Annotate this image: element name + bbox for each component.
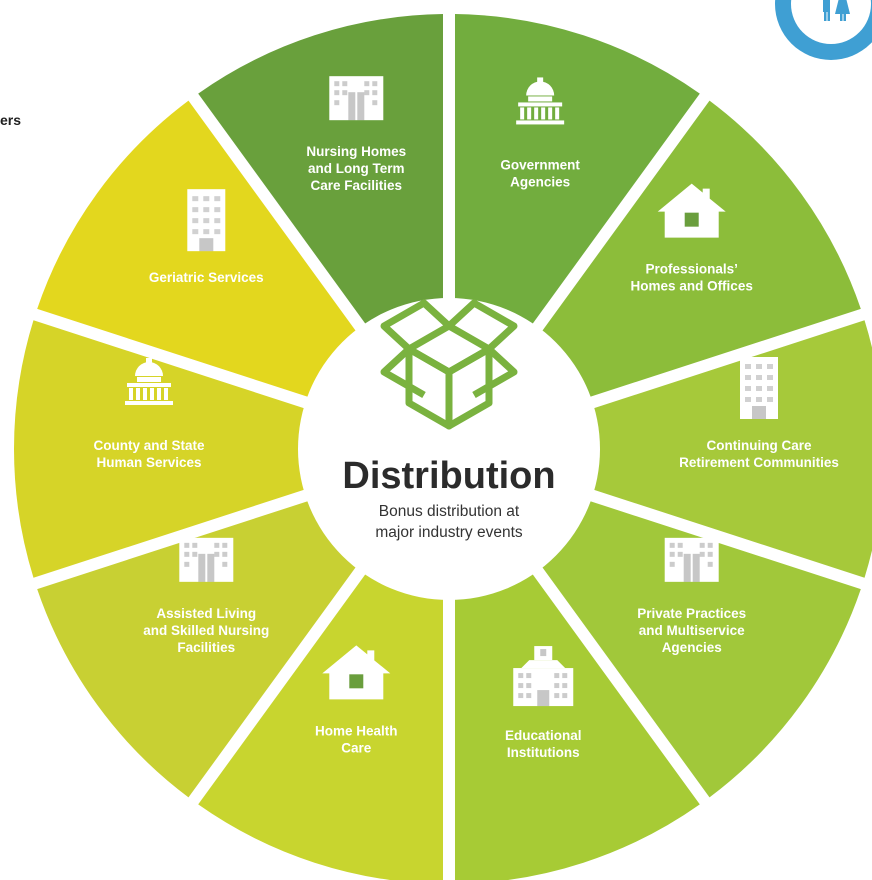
segment-label-line: Care Facilities: [311, 178, 403, 193]
segment-label-line: Assisted Living: [156, 606, 256, 621]
capitol-icon: [125, 358, 173, 405]
wide-building-icon: [664, 537, 719, 582]
segment-label-line: County and State: [93, 438, 204, 453]
people-badge: [775, 0, 872, 60]
center-hub: Distribution Bonus distribution at major…: [298, 298, 600, 600]
house-icon: [322, 645, 391, 700]
segment-label-line: Human Services: [96, 455, 201, 470]
house-icon: [657, 183, 726, 238]
segment-label-line: and Multiservice: [639, 623, 745, 638]
segment-label-line: Agencies: [510, 174, 570, 189]
wide-building-icon: [179, 537, 234, 582]
segment-wedge: [14, 320, 430, 578]
segment-label-line: Educational: [505, 728, 582, 743]
tall-building-icon: [187, 189, 226, 252]
segment-label-line: Institutions: [507, 745, 580, 760]
segment-label-line: and Long Term: [308, 161, 405, 176]
center-subtitle-line-2: major industry events: [375, 524, 523, 541]
segment-label-line: Nursing Homes: [306, 144, 406, 159]
segment-label-line: Facilities: [177, 640, 235, 655]
segment-label-line: Continuing Care: [707, 438, 812, 453]
box-icon: [380, 299, 518, 430]
segment-label-line: Geriatric Services: [149, 270, 264, 285]
people-icon: [823, 0, 850, 21]
segment-label-line: Retirement Communities: [679, 455, 839, 470]
segment-label-line: Agencies: [662, 640, 722, 655]
left-text-fragment: ers: [0, 112, 21, 128]
tall-building-icon: [740, 357, 778, 419]
wide-building-icon: [329, 76, 384, 121]
segment-label-line: Government: [500, 157, 580, 172]
school-icon: [513, 646, 574, 707]
segment-label-line: and Skilled Nursing: [143, 623, 269, 638]
segment-label-line: Home Health: [315, 723, 398, 738]
segment-label-line: Care: [341, 740, 372, 755]
segment-label-line: Professionals’: [646, 262, 738, 277]
center-subtitle-line-1: Bonus distribution at: [379, 503, 520, 520]
segment-label-line: Private Practices: [637, 606, 746, 621]
center-title: Distribution: [342, 455, 555, 497]
capitol-icon: [516, 77, 565, 125]
segment-label-line: Homes and Offices: [631, 279, 753, 294]
